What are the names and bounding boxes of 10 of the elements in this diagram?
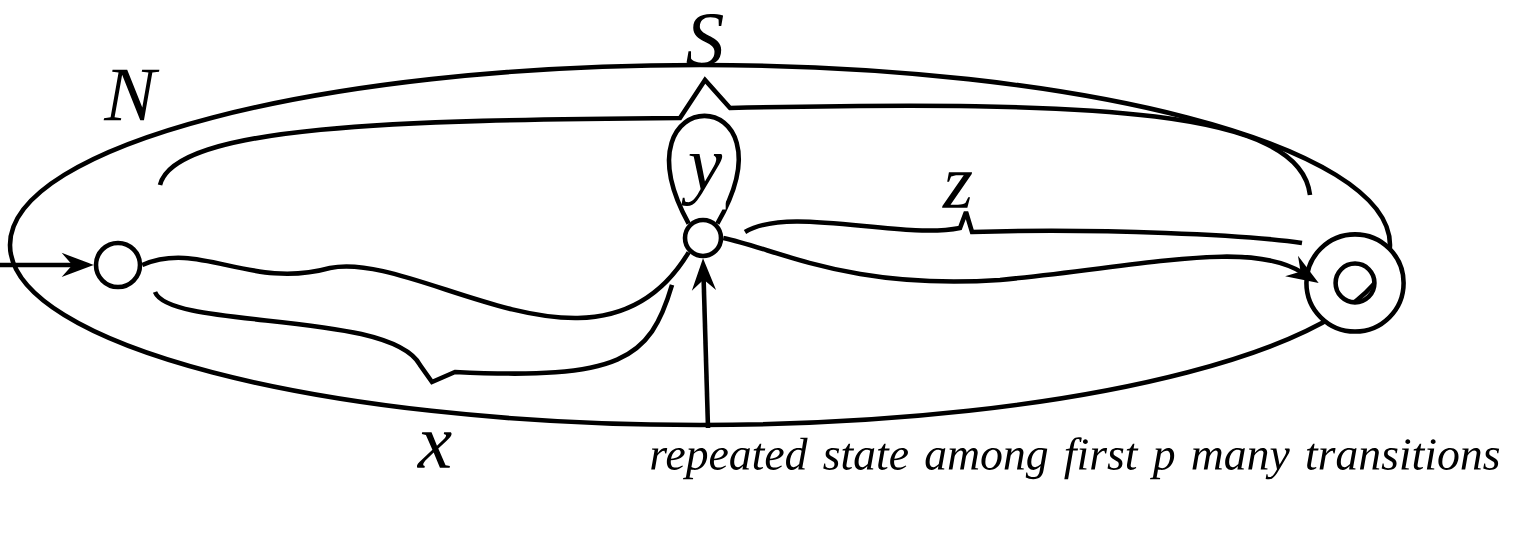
transition-path [141,250,691,321]
transition-path [667,113,741,225]
accept-state [1304,232,1406,334]
state-circle [93,240,143,290]
machine-label: N [103,69,160,121]
edge-label: y [681,153,723,207]
brace-label: z [939,168,977,212]
state-circle [682,217,724,259]
annotation-text: repeated state among first p many transitions [651,437,1500,480]
brace-label: x [414,428,456,472]
